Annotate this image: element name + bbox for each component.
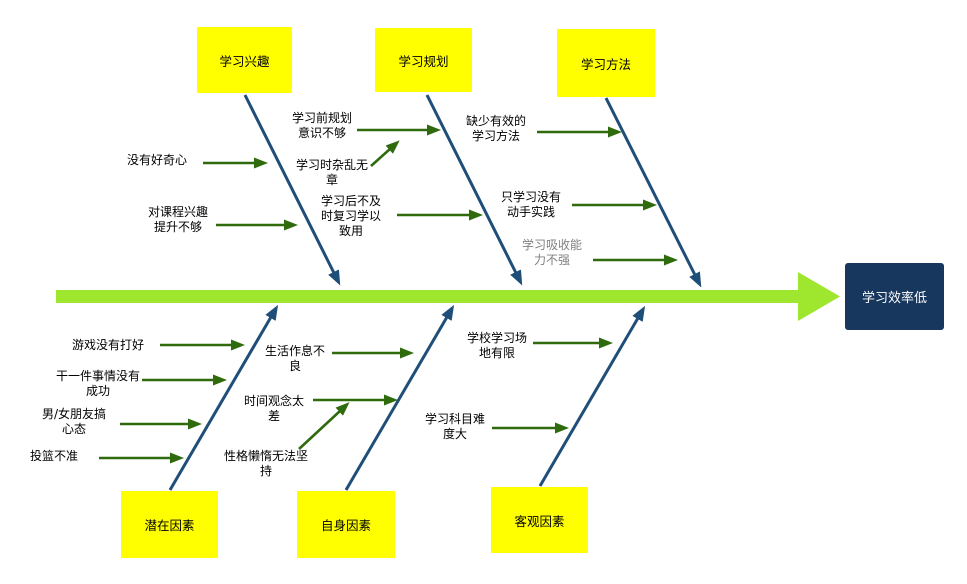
cause-label: 生活作息不良 [264,344,325,373]
cause-label: 男/女朋友搞心态 [41,407,107,436]
bone-top-planning [425,94,523,286]
cause-label: 投篮不准 [30,449,79,463]
cause-label: 没有好奇心 [127,153,188,167]
cause-arrow [370,140,400,167]
bone-top-interest [243,94,341,286]
spine-arrowhead [798,272,840,321]
cause-label: 干一件事情没有成功 [55,369,140,398]
category-box-planning: 学习规划 [375,28,472,92]
cause-label: 对课程兴趣提升不够 [147,205,208,234]
effect-box: 学习效率低 [845,263,944,330]
cause-label: 只学习没有动手实践 [500,190,561,219]
cause-label: 学习前规划意识不够 [291,111,352,140]
category-box-objective: 客观因素 [491,487,588,553]
cause-label: 游戏没有打好 [72,338,145,352]
category-box-latent: 潜在因素 [121,491,218,558]
cause-label: 学习吸收能力不强 [521,238,582,267]
cause-label: 性格懒惰无法坚持 [223,449,308,478]
bone-bottom-latent [168,304,279,491]
bone-top-method [604,97,702,288]
category-box-interest: 学习兴趣 [197,27,292,93]
cause-label: 学习后不及时复习学以致用 [320,194,381,238]
cause-label: 学习科目难度大 [424,412,485,441]
cause-label: 学习时杂乱无章 [295,158,368,187]
cause-label: 学校学习场地有限 [466,331,527,360]
bone-bottom-self [344,304,455,491]
cause-label: 时间观念太差 [243,394,304,423]
category-box-self: 自身因素 [297,491,395,558]
cause-arrow [298,402,350,450]
cause-label: 缺少有效的学习方法 [465,114,526,143]
category-box-method: 学习方法 [557,29,655,97]
bone-bottom-objective [538,305,646,487]
